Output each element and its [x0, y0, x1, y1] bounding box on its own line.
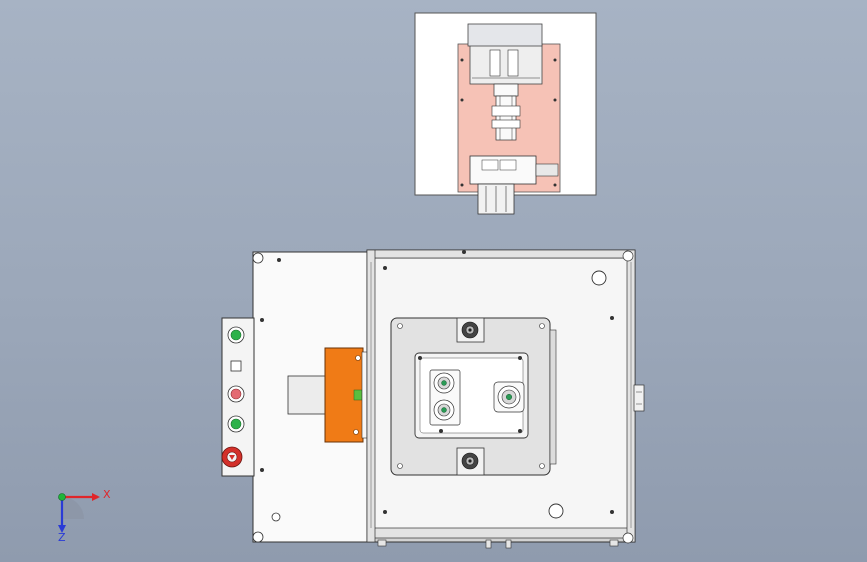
- z-axis-label: Z: [58, 531, 66, 544]
- inset-top-cover: [467, 23, 543, 47]
- frame-hole-top: [591, 270, 607, 286]
- cylinder-body: [287, 375, 326, 415]
- top-clamp-screw: [456, 317, 485, 343]
- emergency-stop-button[interactable]: [221, 446, 243, 468]
- key-switch: [230, 360, 242, 372]
- top-view-assembly[interactable]: [221, 249, 645, 549]
- socket-right: [493, 381, 525, 413]
- stop-button[interactable]: [227, 385, 245, 403]
- front-view-inset[interactable]: [414, 12, 597, 215]
- y-axis-dot: [58, 493, 66, 501]
- reset-button[interactable]: [227, 415, 245, 433]
- start-button[interactable]: [227, 326, 245, 344]
- orientation-triad: X Z: [58, 488, 111, 544]
- side-connector: [633, 384, 645, 412]
- x-axis-label: X: [103, 488, 111, 501]
- inset-slide: [495, 95, 517, 141]
- bottom-clamp-screw: [456, 447, 485, 476]
- frame-hole-bottom: [548, 503, 564, 519]
- socket-upper: [433, 372, 455, 394]
- socket-lower: [433, 399, 455, 421]
